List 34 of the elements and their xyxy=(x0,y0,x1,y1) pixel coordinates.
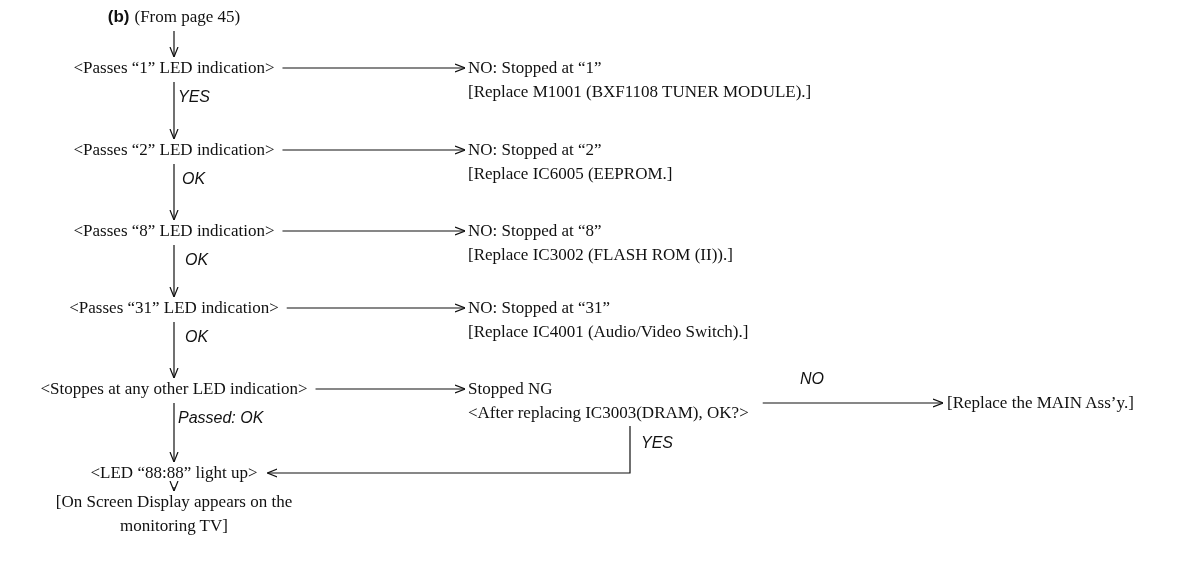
arrow xyxy=(266,425,631,478)
step-text: NO: Stopped at “2” xyxy=(468,139,603,161)
step-detail: [Replace IC6005 (EEPROM.] xyxy=(468,163,673,185)
section-label: (b) xyxy=(107,6,130,28)
step-detail: [Replace IC4001 (Audio/Video Switch).] xyxy=(468,321,749,343)
arrow xyxy=(169,30,179,58)
arrow xyxy=(762,398,944,408)
step-text: <Passes “8” LED indication> xyxy=(73,220,275,242)
step-text: [Replace the MAIN Ass’y.] xyxy=(947,392,1134,414)
arrow xyxy=(286,303,466,313)
step-detail: [Replace IC3002 (FLASH ROM (II)).] xyxy=(468,244,733,266)
step-text: NO: Stopped at “31” xyxy=(468,297,612,319)
arrow xyxy=(169,163,179,221)
arrow xyxy=(169,321,179,379)
step-text: NO: Stopped at “1” xyxy=(468,57,603,79)
arrow xyxy=(281,63,466,73)
arrow xyxy=(169,81,179,140)
step-text: NO: Stopped at “8” xyxy=(468,220,603,242)
step-text: <Passes “1” LED indication> xyxy=(73,57,275,79)
step-text: [On Screen Display appears on the monitoring TV] xyxy=(54,491,294,537)
arrow xyxy=(281,226,466,236)
step-text: <Stoppes at any other LED indication> xyxy=(40,378,308,400)
arrow xyxy=(169,244,179,298)
step-text: Stopped NG xyxy=(468,378,554,400)
arrow xyxy=(169,480,179,492)
step-text: <LED “88:88” light up> xyxy=(90,462,258,484)
step-text: <Passes “31” LED indication> xyxy=(69,297,279,319)
step-detail: [Replace M1001 (BXF1108 TUNER MODULE).] xyxy=(468,81,812,103)
step-detail: <After replacing IC3003(DRAM), OK?> xyxy=(468,402,749,424)
arrow xyxy=(281,145,466,155)
step-text: <Passes “2” LED indication> xyxy=(73,139,275,161)
source-note: (From page 45) xyxy=(134,6,241,28)
arrow xyxy=(314,384,466,394)
arrow xyxy=(169,402,179,463)
